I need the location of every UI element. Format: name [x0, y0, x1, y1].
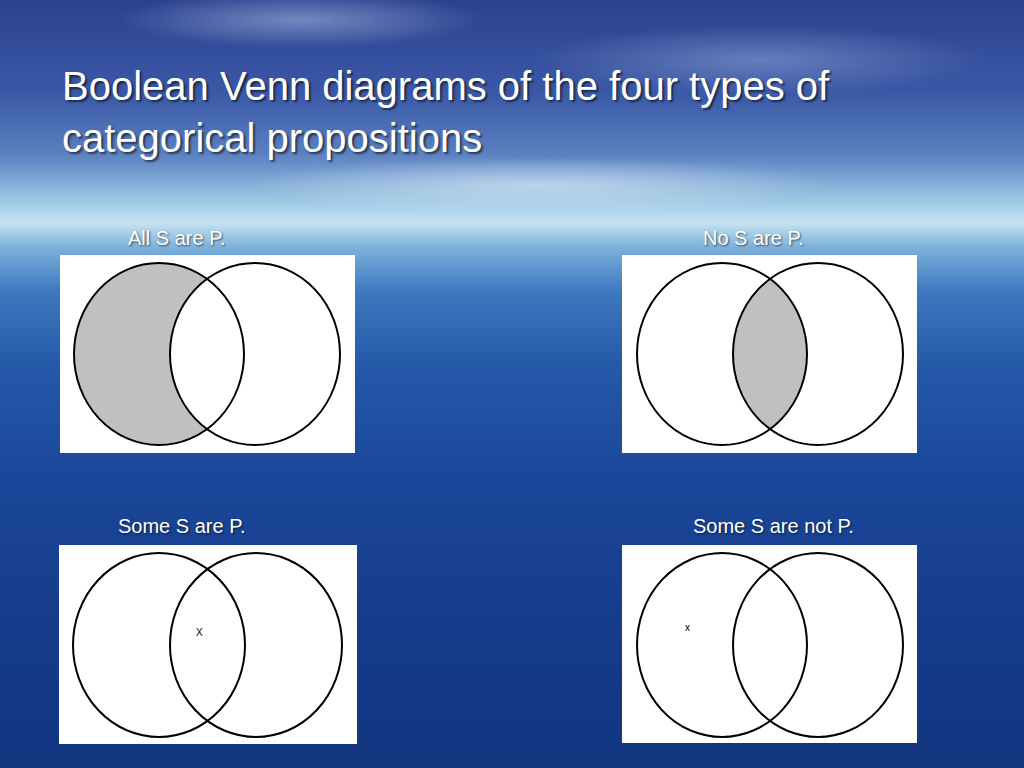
panel: [59, 545, 357, 744]
proposition-caption: No S are P.: [703, 225, 804, 251]
venn-panel: No S are P.: [622, 225, 917, 453]
slide-title: Boolean Venn diagrams of the four types …: [62, 60, 962, 164]
proposition-caption: Some S are not P.: [693, 513, 854, 539]
venn-panel: Some S are not P.: [622, 513, 917, 743]
venn-panel: Some S are P.: [59, 513, 357, 744]
proposition-caption: All S are P.: [128, 225, 225, 251]
panel: [622, 545, 917, 743]
proposition-caption: Some S are P.: [118, 513, 245, 539]
existence-mark: X: [196, 627, 203, 639]
panel: [622, 255, 917, 453]
existence-mark: x: [685, 622, 690, 634]
venn-panel: All S are P.: [60, 225, 355, 453]
panel: [60, 255, 355, 453]
